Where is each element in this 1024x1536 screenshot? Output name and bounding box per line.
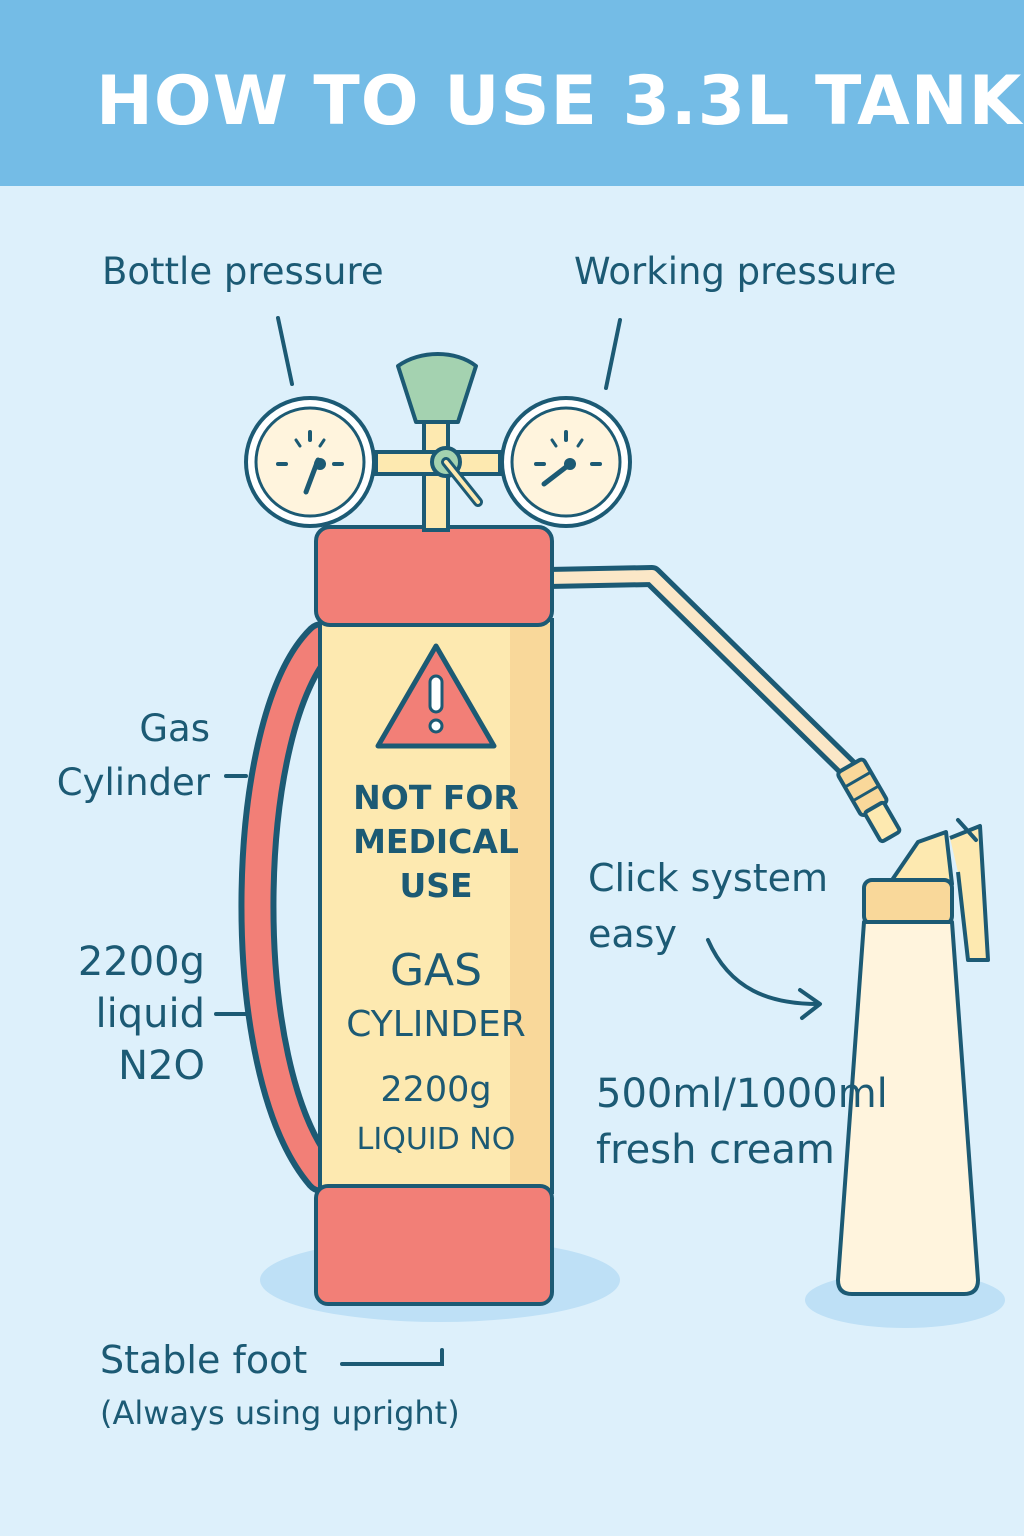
- stable-foot-label: Stable foot: [100, 1338, 308, 1382]
- gas-cylinder-label: Gas Cylinder: [56, 707, 210, 804]
- liquid-n2o-label: 2200g liquid N2O: [77, 939, 205, 1089]
- working-pressure-gauge-icon: [500, 396, 632, 528]
- bottle-pressure-label: Bottle pressure: [102, 250, 384, 293]
- valve-knob-icon: [396, 352, 478, 424]
- working-pressure-leader: [604, 318, 622, 390]
- click-system-label: Click system easy: [588, 856, 829, 956]
- hose: [537, 565, 869, 789]
- tank-liquid-text: LIQUID NO: [356, 1122, 516, 1157]
- bottle-pressure-gauge-icon: [244, 396, 376, 528]
- header-banner: HOW TO USE 3.3L TANK: [0, 0, 1024, 186]
- working-pressure-label: Working pressure: [574, 250, 897, 293]
- tank-weight-text: 2200g: [380, 1070, 492, 1110]
- cream-bottle-icon: [836, 818, 990, 1296]
- tank-cylinder-text: CYLINDER: [346, 1004, 526, 1045]
- bottle-pressure-leader: [276, 316, 294, 386]
- tank-foot: [314, 1184, 554, 1306]
- page-title: HOW TO USE 3.3L TANK: [96, 62, 1023, 141]
- click-connector-icon: [836, 757, 902, 844]
- stable-foot-leader: [340, 1348, 444, 1366]
- upright-note: (Always using upright): [100, 1394, 460, 1432]
- tank-top-cap: [314, 525, 554, 627]
- click-arrow-head: [798, 988, 822, 1020]
- click-arrow: [706, 938, 820, 1006]
- tank-warning-text: NOT FOR MEDICAL USE: [353, 778, 519, 905]
- cream-capacity-label: 500ml/1000ml fresh cream: [596, 1071, 888, 1173]
- tank-gas-text: GAS: [389, 945, 483, 996]
